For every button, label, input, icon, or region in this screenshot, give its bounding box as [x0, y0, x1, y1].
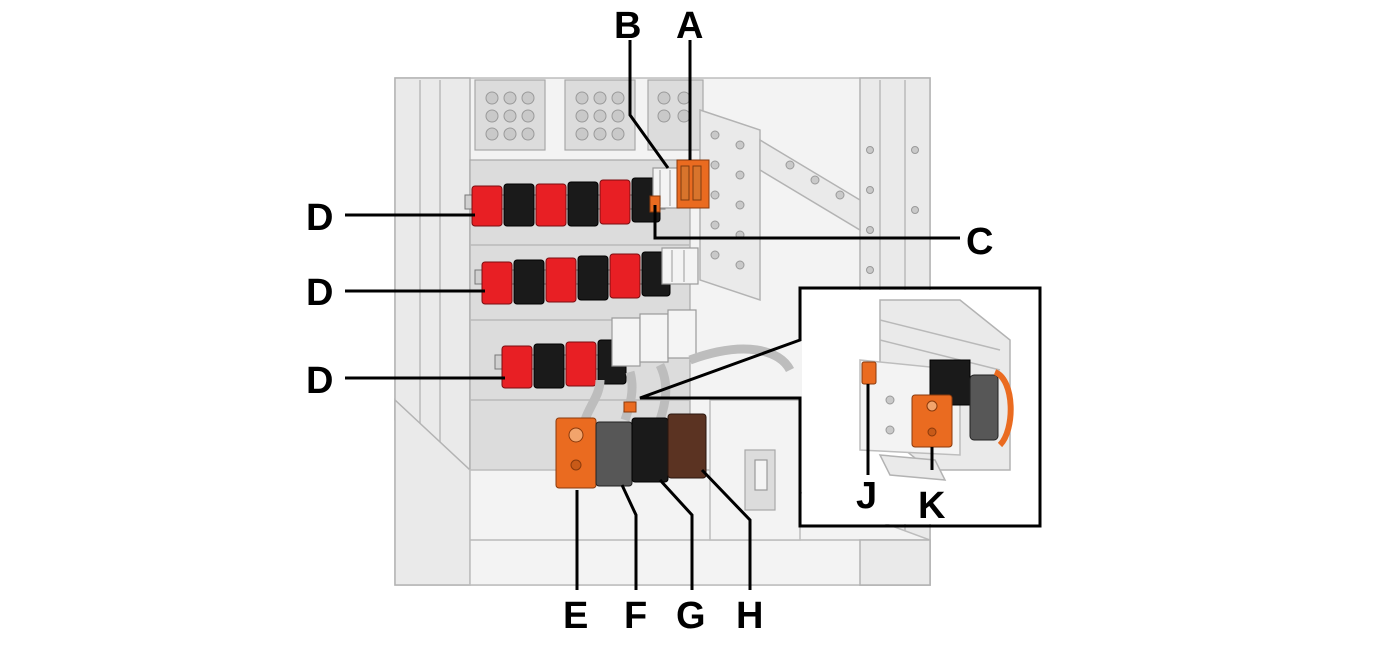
leader-lines [345, 40, 960, 590]
callout-F: F [624, 595, 647, 637]
busbar-row-1 [464, 159, 710, 227]
callout-G: G [676, 595, 706, 637]
callout-J: J [856, 475, 877, 517]
callout-labels: A B C D D D E F G H J K [306, 5, 993, 637]
right-post-holes [866, 146, 919, 274]
cables [580, 344, 795, 422]
bottom-terminal-block [555, 399, 801, 541]
busbar-row-2 [474, 247, 699, 305]
callout-D-row3: D [306, 360, 333, 402]
callout-H: H [736, 595, 763, 637]
detail-inset [639, 286, 1042, 528]
busbar-row-3 [494, 309, 697, 389]
callout-B: B [614, 5, 641, 47]
callout-C: C [966, 221, 993, 263]
callout-A: A [676, 5, 703, 47]
callout-E: E [563, 595, 588, 637]
callout-D-row1: D [306, 197, 333, 239]
callout-D-row2: D [306, 272, 333, 314]
fan-grille-holes [485, 91, 691, 141]
callout-K: K [918, 485, 946, 527]
